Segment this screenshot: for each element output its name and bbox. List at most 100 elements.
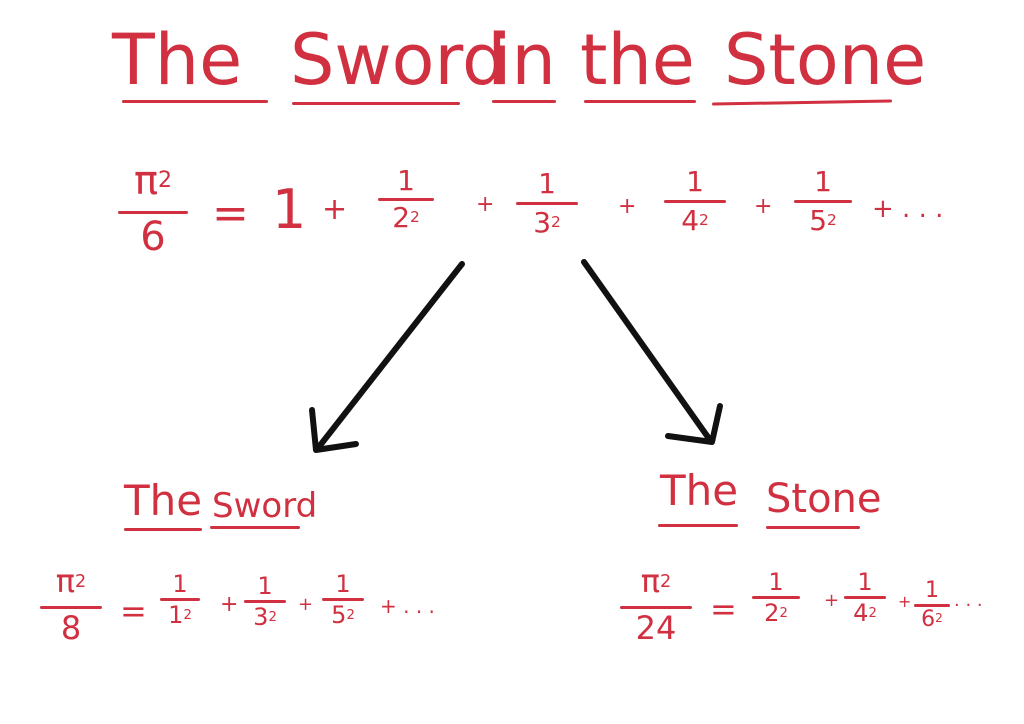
sword-term-3-num: 1 — [335, 570, 351, 598]
main-term-1-bar — [378, 198, 434, 201]
main-term-3-num: 1 — [686, 165, 704, 198]
main-term-1-base: 2 — [392, 201, 411, 234]
title-word-in: in — [492, 19, 556, 101]
stone-title-the: The — [660, 466, 739, 515]
stone-underline-the — [658, 524, 738, 527]
sword-term-1-base: 1 — [168, 601, 184, 629]
main-term-3-bar — [664, 200, 726, 203]
sword-underline-the — [124, 528, 202, 531]
sword-term-1-exp: 2 — [183, 608, 192, 624]
main-plus-1: + — [322, 192, 348, 227]
main-term-2-base: 3 — [533, 206, 552, 239]
stone-term-3-num: 1 — [925, 578, 939, 603]
main-term-4-exp: 2 — [827, 211, 837, 230]
sword-lhs-fraction: π2 8 — [40, 562, 102, 647]
sword-underline-sword — [210, 526, 300, 529]
title-word-sword: Sword — [290, 19, 507, 101]
title-word-the: The — [112, 19, 243, 101]
sword-term-2: 1 32 — [244, 572, 286, 636]
title-word-stone: Stone — [724, 19, 927, 101]
main-term-4: 1 52 — [794, 164, 852, 243]
stone-title-stone: Stone — [766, 476, 882, 522]
stone-term-1-bar — [752, 596, 800, 599]
stone-term-2-exp: 2 — [868, 606, 877, 622]
right-arrow-shaft — [581, 259, 713, 443]
main-lhs-num: π — [133, 158, 159, 204]
sword-term-3-exp: 2 — [346, 608, 355, 624]
stone-term-3-exp: 2 — [935, 611, 943, 626]
stone-term-1-exp: 2 — [779, 606, 788, 622]
stone-term-3-bar — [914, 604, 950, 607]
main-plus-3: + — [618, 194, 637, 219]
sword-plus-2: + — [298, 594, 314, 615]
left-arrow-head — [309, 407, 359, 453]
stone-term-1-base: 2 — [764, 599, 780, 627]
main-plus-4: + — [754, 194, 773, 219]
title-underline-in — [492, 100, 556, 103]
main-lhs-den: 6 — [140, 214, 166, 260]
stone-term-2-num: 1 — [857, 568, 873, 596]
sword-term-2-num: 1 — [257, 572, 273, 600]
sword-term-3-bar — [322, 598, 364, 601]
main-term-2: 1 32 — [516, 166, 578, 245]
title-underline-sword — [292, 102, 460, 105]
left-arrow-shaft — [315, 261, 465, 451]
stone-lhs-bar — [620, 606, 692, 609]
sword-term-2-exp: 2 — [268, 610, 277, 626]
sword-lhs-den: 8 — [60, 609, 82, 647]
main-term-2-exp: 2 — [551, 213, 561, 232]
stone-term-3-base: 6 — [921, 607, 936, 632]
sword-term-2-base: 3 — [253, 603, 269, 631]
stone-tail: . . . — [954, 590, 983, 611]
stone-equals: = — [710, 590, 737, 628]
main-term-2-bar — [516, 202, 578, 205]
main-lhs-exp: 2 — [158, 168, 173, 194]
stone-lhs-num: π — [640, 562, 661, 600]
main-term-1-exp: 2 — [410, 208, 420, 227]
main-lhs-fraction: π2 6 — [118, 158, 188, 260]
main-term-3: 1 42 — [664, 164, 726, 243]
stone-plus-2: + — [898, 592, 912, 611]
main-equals: = — [212, 188, 249, 239]
sword-term-1: 1 12 — [160, 570, 200, 634]
sword-lhs-exp: 2 — [75, 571, 87, 592]
main-term-3-base: 4 — [681, 204, 700, 237]
main-term-4-num: 1 — [814, 165, 832, 198]
stone-term-3: 1 62 — [914, 578, 950, 635]
stone-term-2-base: 4 — [853, 599, 869, 627]
sword-title-sword: Sword — [212, 486, 318, 526]
main-one: 1 — [272, 178, 307, 241]
stone-term-1-num: 1 — [768, 568, 784, 596]
main-lhs-bar — [118, 211, 188, 214]
sword-term-1-num: 1 — [172, 570, 188, 598]
title-word-the-2: the — [580, 19, 695, 101]
main-tail: + . . . — [872, 194, 944, 224]
stone-term-1: 1 22 — [752, 568, 800, 632]
main-term-1: 1 22 — [378, 164, 434, 239]
sword-lhs-bar — [40, 606, 102, 609]
stone-term-2: 1 42 — [844, 568, 886, 632]
title-underline-the-2 — [584, 100, 696, 103]
sword-title-the: The — [124, 476, 203, 525]
stone-lhs-exp: 2 — [660, 571, 672, 592]
stone-lhs-fraction: π2 24 — [620, 562, 692, 647]
main-term-3-exp: 2 — [699, 211, 709, 230]
sword-term-3-base: 5 — [331, 601, 347, 629]
right-arrow-head — [665, 403, 723, 445]
stone-plus-1: + — [824, 590, 840, 611]
title-underline-the — [122, 100, 268, 103]
sword-tail: + . . . — [380, 594, 435, 618]
main-term-2-num: 1 — [538, 167, 556, 200]
sword-equals: = — [120, 592, 147, 630]
sword-term-2-bar — [244, 600, 286, 603]
main-term-4-bar — [794, 200, 852, 203]
main-plus-2: + — [476, 192, 495, 217]
sword-term-1-bar — [160, 598, 200, 601]
stone-term-2-bar — [844, 596, 886, 599]
sword-term-3: 1 52 — [322, 570, 364, 634]
stone-underline-stone — [766, 526, 860, 529]
stone-lhs-den: 24 — [635, 609, 677, 647]
main-term-1-num: 1 — [397, 164, 415, 197]
sword-plus-1: + — [220, 592, 239, 617]
